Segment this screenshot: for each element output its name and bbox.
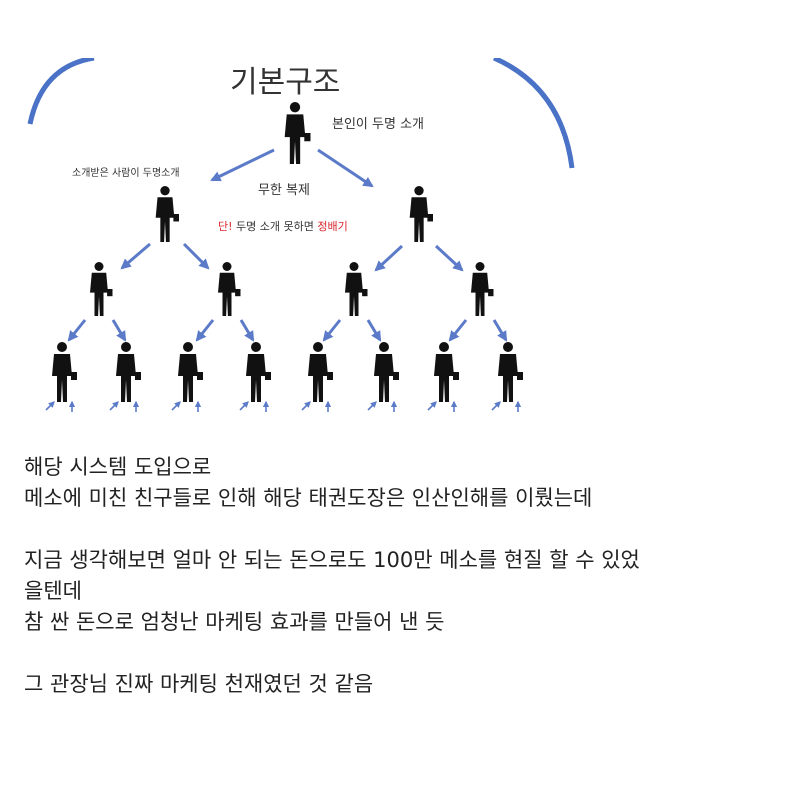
post-line-2: 메소에 미친 친구들로 인해 해당 태권도장은 인산인해를 이뤘는데	[24, 486, 593, 510]
background-arc	[27, 58, 95, 125]
warning-note: 단! 두명 소개 못하면 정배기	[218, 219, 348, 233]
pyramid-structure-diagram: 기본구조 본인이 두명 소개 소개받은 사람이 두명소개 무한 복제 단! 두명…	[22, 58, 578, 418]
post-line-5: 참 싼 돈으로 엄청난 마케팅 효과를 만들어 낸 듯	[24, 610, 445, 634]
arrow-1-2a	[120, 242, 151, 270]
top-note: 본인이 두명 소개	[332, 117, 424, 132]
tiny-arrow-3	[109, 401, 119, 411]
post-line-6: 그 관장님 진짜 마케팅 천재였던 것 같음	[24, 672, 374, 696]
person-level2-3	[345, 262, 368, 316]
person-level3-2	[116, 342, 141, 402]
arrow-1-2c	[374, 244, 404, 272]
center-note: 무한 복제	[258, 183, 310, 198]
person-level0	[284, 102, 311, 164]
tiny-arrow-9	[301, 401, 311, 411]
arrow-1-2d	[434, 244, 464, 272]
tiny-arrow-11	[367, 401, 377, 411]
arrow-2-3-4	[239, 319, 255, 342]
person-level3-6	[374, 342, 399, 402]
person-level2-1	[90, 262, 113, 316]
post-body: 해당 시스템 도입으로 메소에 미친 친구들로 인해 해당 태권도장은 인산인해…	[24, 452, 784, 700]
post-line-4: 을텐데	[24, 579, 82, 603]
person-level3-7	[434, 342, 459, 402]
person-level2-2	[218, 262, 241, 316]
arrow-2-3-6	[366, 319, 382, 342]
person-level1-1	[155, 186, 179, 242]
background-arc-right	[492, 58, 575, 169]
arrow-1-2b	[182, 242, 210, 270]
person-level1-2	[409, 186, 433, 242]
tiny-arrow-13	[427, 401, 437, 411]
person-level3-1	[52, 342, 77, 402]
person-level3-5	[308, 342, 333, 402]
person-level3-4	[246, 342, 271, 402]
person-level3-3	[178, 342, 203, 402]
tiny-arrow-1	[45, 401, 55, 411]
arrow-2-3-5	[322, 319, 342, 342]
arrow-2-3-8	[492, 319, 508, 342]
arrow-2-3-2	[111, 319, 127, 342]
tiny-arrow-5	[171, 401, 181, 411]
diagram-title: 기본구조	[230, 65, 340, 100]
warning-suffix: 정배기	[317, 220, 347, 233]
arrow-2-3-1	[67, 319, 87, 342]
arrow-2-3-7	[448, 319, 468, 342]
figures-layer	[52, 102, 523, 402]
arrow-0-1b	[317, 148, 374, 188]
left-note: 소개받은 사람이 두명소개	[72, 166, 180, 179]
post-line-1: 해당 시스템 도입으로	[24, 455, 212, 479]
tiny-arrow-7	[239, 401, 249, 411]
arrows-layer	[45, 148, 522, 412]
person-level2-4	[471, 262, 494, 316]
person-level3-8	[498, 342, 523, 402]
tiny-arrow-15	[491, 401, 501, 411]
arrow-0-1a	[210, 148, 275, 182]
warning-middle: 두명 소개 못하면	[233, 219, 318, 233]
warning-prefix: 단!	[218, 220, 233, 233]
arrow-2-3-3	[195, 319, 215, 342]
post-line-3: 지금 생각해보면 얼마 안 되는 돈으로도 100만 메소를 현질 할 수 있었	[24, 548, 640, 572]
